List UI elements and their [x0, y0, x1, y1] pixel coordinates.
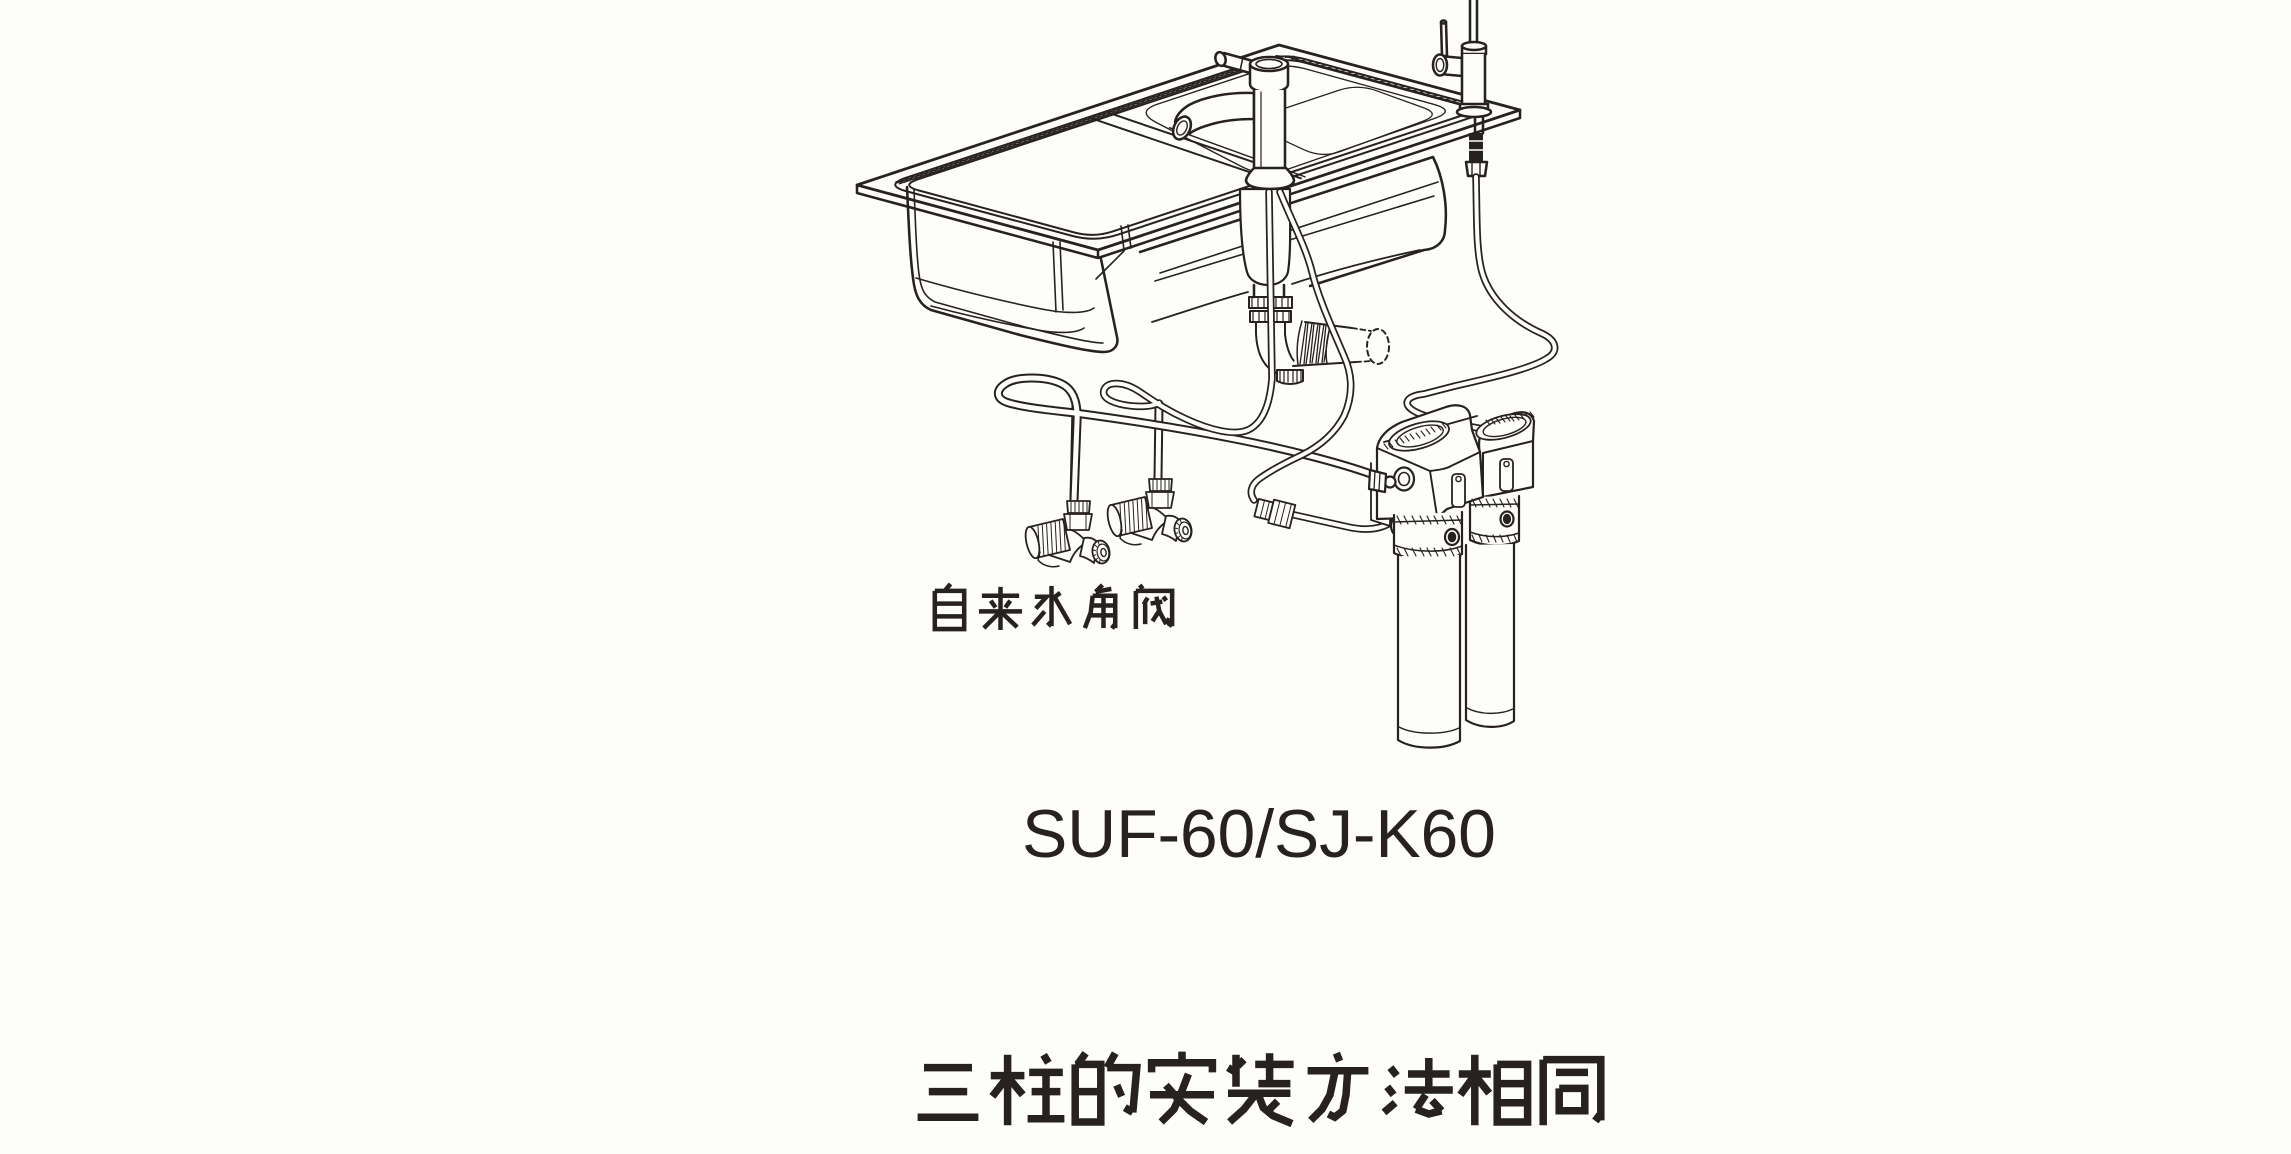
svg-text:SUF-60/SJ-K60: SUF-60/SJ-K60	[1022, 796, 1496, 872]
